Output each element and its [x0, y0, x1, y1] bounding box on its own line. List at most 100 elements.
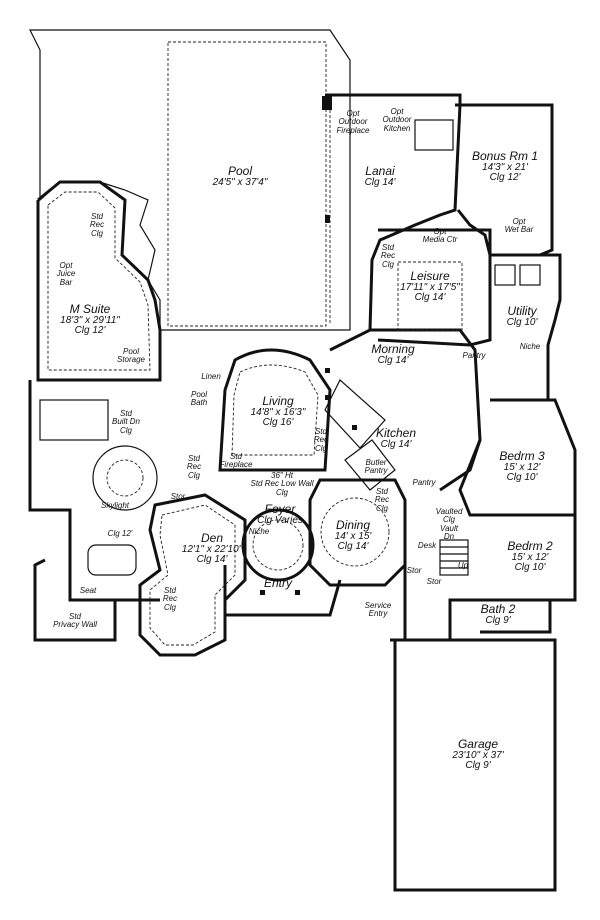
built-down-ceiling	[92, 445, 158, 511]
room-clg: Clg Varies	[257, 514, 303, 526]
column	[325, 395, 330, 400]
note-opt-media-ctr: Opt Media Ctr	[422, 227, 458, 245]
note-std-rec-clg-msuite: Std Rec Clg	[89, 212, 105, 238]
column	[325, 215, 330, 223]
room-dims: 15' x 12'	[511, 551, 549, 563]
note-seat: Seat	[79, 586, 97, 595]
note-stor-a: Stor	[406, 566, 422, 575]
note-butler-pantry: Butler Pantry	[364, 458, 388, 476]
room-clg: Clg 10'	[514, 562, 546, 574]
note-pool-storage: Pool Storage	[116, 347, 146, 365]
room-dims: 12'1" x 22'10"	[181, 543, 243, 555]
room-label-bonus: Bonus Rm 1 14'3" x 21' Clg 12'	[472, 150, 538, 184]
note-skylight: Skylight	[100, 501, 130, 510]
room-clg: Clg 16'	[262, 417, 294, 429]
dryer	[519, 264, 541, 286]
built-down-inner	[106, 459, 144, 497]
column	[260, 590, 265, 595]
room-clg: Clg 14'	[380, 438, 412, 450]
column	[295, 590, 300, 595]
note-vaulted: Vaulted Clg Vault Dn	[435, 507, 463, 542]
living-walls	[218, 348, 332, 472]
room-clg: Clg 12'	[489, 172, 521, 184]
foyer-rotunda	[241, 508, 315, 582]
pool-deck-outline	[29, 29, 351, 331]
room-name: Bath 2	[480, 602, 516, 616]
room-label-dining: Dining 14' x 15' Clg 14'	[335, 519, 372, 553]
washer	[494, 264, 516, 286]
room-clg: Clg 10'	[506, 316, 538, 328]
outdoor-fireplace	[322, 96, 332, 110]
note-std-rec-clg-living: Std Rec Clg	[313, 427, 329, 453]
note-low-wall: 36" Ht Std Rec Low Wall Clg	[250, 471, 314, 497]
living-ceiling	[231, 364, 319, 456]
note-std-rec-clg-leisure: Std Rec Clg	[380, 243, 396, 269]
room-label-pool: Pool 24'5" x 37'4"	[213, 165, 268, 188]
room-label-bedrm2: Bedrm 2 15' x 12' Clg 10'	[507, 540, 552, 574]
note-std-fireplace: Std Fireplace	[219, 452, 253, 470]
room-name: Living	[262, 394, 294, 408]
note-stor-b: Stor	[426, 577, 442, 586]
note-service-entry: Service Entry	[364, 601, 392, 619]
note-niche-foyer: Niche	[248, 527, 270, 536]
den-ceiling	[149, 504, 236, 646]
privacy-wall	[33, 558, 117, 642]
m-suite-walls	[36, 180, 162, 382]
room-name: Pool	[227, 164, 253, 178]
room-name: Entry	[263, 576, 293, 590]
note-opt-juice-bar: Opt Juice Bar	[56, 261, 76, 287]
entry-porch	[223, 565, 342, 617]
dining-ceiling	[320, 497, 390, 567]
note-std-rec-clg-den: Std Rec Clg	[162, 586, 178, 612]
note-desk: Desk	[417, 541, 437, 550]
leisure-ceiling	[397, 261, 463, 331]
outdoor-kitchen-counter	[414, 119, 454, 151]
pool-deck-inner	[167, 41, 327, 327]
room-label-utility: Utility Clg 10'	[507, 305, 538, 328]
room-label-leisure: Leisure 17'11" x 17'5" Clg 14'	[400, 270, 460, 304]
note-linen: Linen	[201, 372, 221, 381]
room-name: Bedrm 3	[499, 449, 545, 463]
room-name: Morning	[371, 342, 415, 356]
den-walls	[138, 493, 247, 657]
room-dims: 15' x 12'	[503, 461, 541, 473]
room-clg: Clg 14'	[377, 354, 409, 366]
room-name: Foyer	[264, 502, 296, 516]
room-name: Bedrm 2	[507, 539, 553, 553]
room-label-den: Den 12'1" x 22'10" Clg 14'	[182, 532, 242, 566]
lanai-walls	[325, 93, 462, 331]
room-name: Kitchen	[375, 426, 417, 440]
note-std-rec-clg-dining: Std Rec Clg	[374, 487, 390, 513]
room-dims: 23'10" x 37'	[452, 749, 504, 761]
room-dims: 14'8" x 16'3"	[250, 406, 306, 418]
note-niche-utility: Niche	[519, 342, 541, 351]
bath2-walls	[480, 598, 552, 634]
vanity	[39, 399, 109, 441]
room-label-garage: Garage 23'10" x 37' Clg 9'	[452, 738, 503, 772]
note-opt-wet-bar: Opt Wet Bar	[504, 217, 534, 235]
note-up: Up	[457, 561, 469, 570]
room-label-morning: Morning Clg 14'	[371, 343, 414, 366]
room-clg: Clg 10'	[506, 472, 538, 484]
room-name: Garage	[457, 737, 499, 751]
note-stor-den: Stor	[170, 492, 186, 501]
room-label-msuite: M Suite 18'3" x 29'11" Clg 12'	[60, 303, 120, 337]
lower-left-wing	[28, 380, 160, 602]
note-privacy-wall: Std Privacy Wall	[53, 612, 97, 630]
room-clg: Clg 9'	[485, 614, 511, 626]
room-dims: 14'3" x 21'	[482, 161, 528, 173]
foyer-ceiling	[252, 519, 304, 571]
note-pantry-utility: Pantry	[462, 351, 486, 360]
note-std-built-dn-clg: Std Built Dn Clg	[111, 409, 141, 435]
room-clg: Clg 14'	[364, 176, 396, 188]
room-dims: 24'5" x 37'4"	[212, 176, 268, 188]
room-name: Leisure	[410, 269, 450, 283]
room-clg: Clg 9'	[465, 760, 491, 772]
room-name: Utility	[507, 304, 537, 318]
stair	[439, 539, 469, 576]
room-name: Den	[200, 531, 223, 545]
room-clg: Clg 12'	[74, 325, 106, 337]
whirlpool-tub	[87, 544, 137, 576]
note-opt-outdoor-kitchen: Opt Outdoor Kitchen	[382, 107, 412, 133]
